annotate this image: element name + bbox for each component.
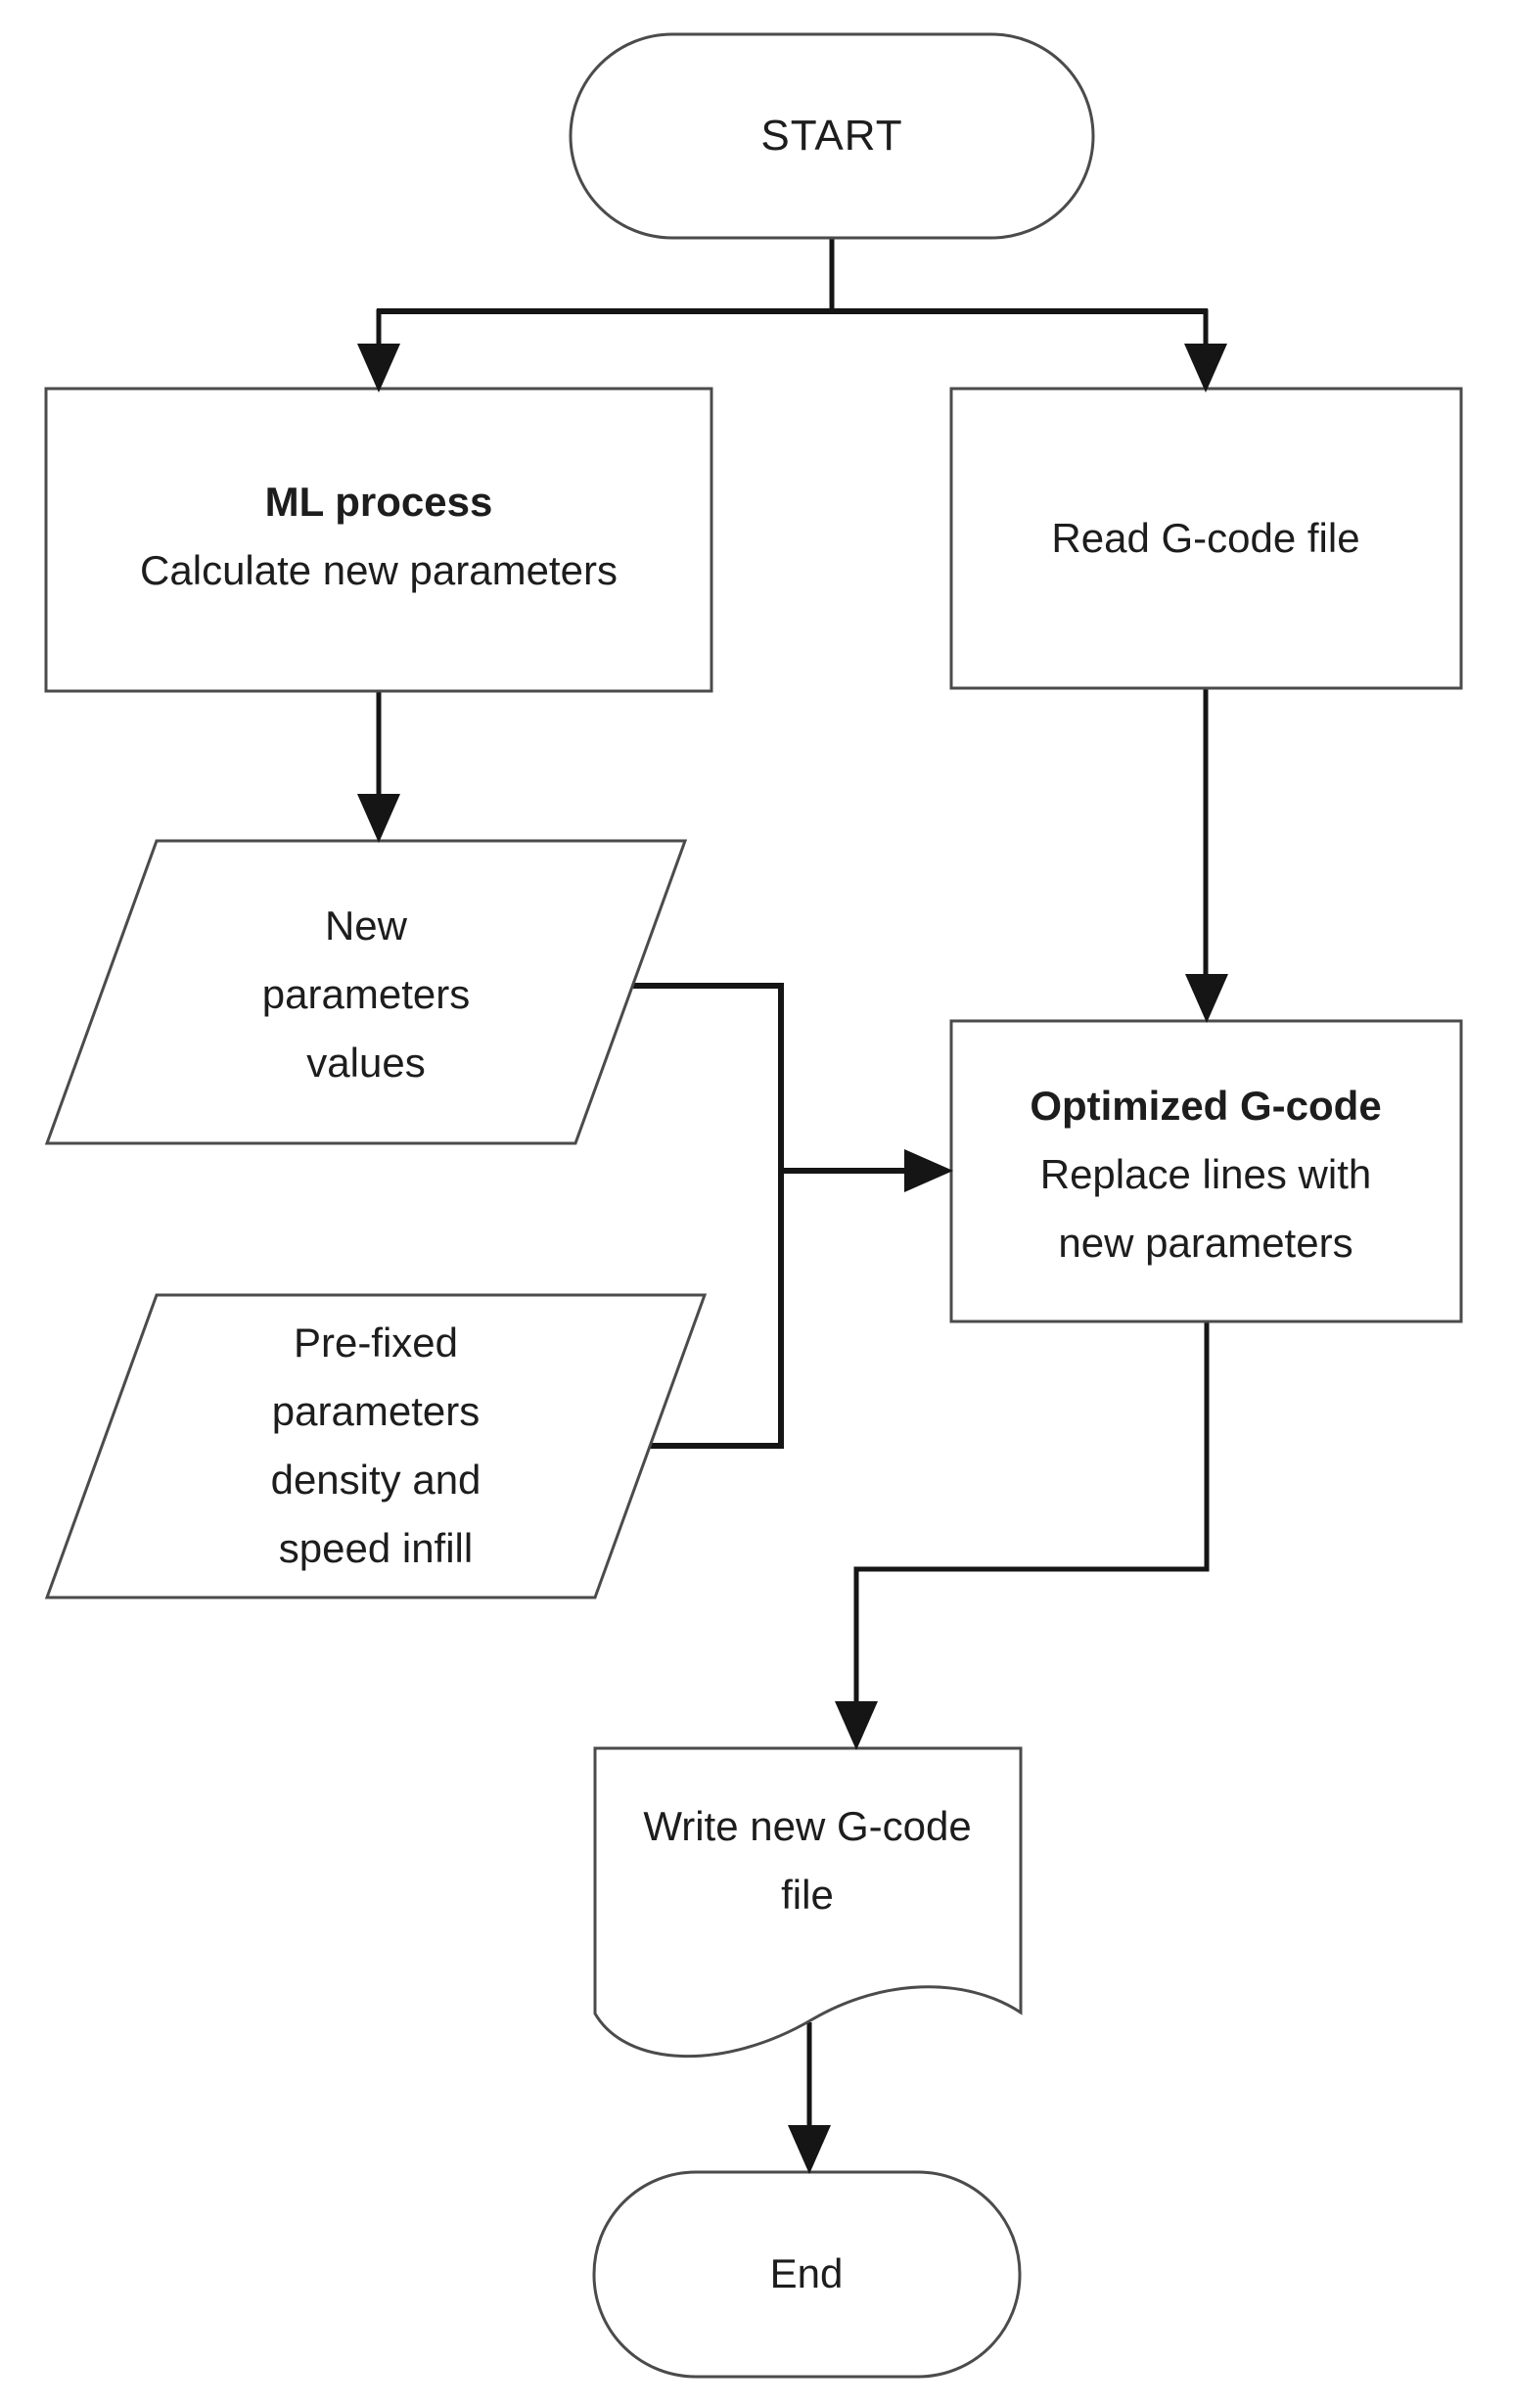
write-gcode-line2: file xyxy=(781,1872,834,1918)
new-parameters-label: New parameters values xyxy=(262,892,470,1097)
optimized-gcode-line2: Replace lines with xyxy=(1039,1151,1372,1197)
optimized-gcode-label: Optimized G-code Replace lines with new … xyxy=(1030,1072,1381,1277)
optimized-gcode-box-shape xyxy=(949,1019,1463,1323)
new-parameters-line3: values xyxy=(306,1040,426,1086)
arrowhead-into-optimized-top xyxy=(1185,974,1228,1023)
arrowhead-into-read-gcode xyxy=(1184,344,1227,393)
ml-process-box-shape xyxy=(44,387,713,693)
arrowhead-into-end xyxy=(788,2125,831,2174)
new-parameters-line1: New xyxy=(324,903,408,949)
end-label: End xyxy=(770,2240,844,2308)
arrowhead-into-ml-process xyxy=(357,344,400,393)
ml-process-subtitle: Calculate new parameters xyxy=(140,547,618,593)
arrowhead-into-write-gcode xyxy=(835,1701,878,1750)
connector-optimized-to-write xyxy=(853,1321,1210,1708)
read-gcode-label-text: Read G-code file xyxy=(1051,515,1360,561)
start-label: START xyxy=(760,102,902,170)
prefixed-parameters-line1: Pre-fixed xyxy=(293,1320,459,1366)
start-terminator-shape xyxy=(569,32,1095,240)
write-gcode-line1: Write new G-code xyxy=(643,1803,972,1849)
read-gcode-box-shape xyxy=(949,387,1463,690)
new-parameters-parallelogram-shape xyxy=(44,839,688,1145)
write-gcode-document-shape xyxy=(593,1746,1023,2059)
end-label-text: End xyxy=(769,2250,844,2296)
write-gcode-label: Write new G-code file xyxy=(643,1792,971,1929)
ml-process-label: ML process Calculate new parameters xyxy=(140,468,618,605)
ml-process-title: ML process xyxy=(264,479,493,525)
prefixed-parameters-parallelogram-shape xyxy=(44,1293,708,1599)
prefixed-parameters-label: Pre-fixed parameters density and speed i… xyxy=(271,1309,481,1583)
arrowhead-into-optimized-left xyxy=(904,1149,953,1192)
read-gcode-label: Read G-code file xyxy=(1051,504,1359,573)
arrowhead-into-new-parameters xyxy=(357,794,400,843)
optimized-gcode-line3: new parameters xyxy=(1058,1220,1353,1266)
prefixed-parameters-line2: parameters xyxy=(271,1388,481,1434)
start-label-text: START xyxy=(760,112,903,160)
prefixed-parameters-line3: density and xyxy=(270,1457,481,1503)
new-parameters-line2: parameters xyxy=(261,971,471,1017)
end-terminator-shape xyxy=(592,2170,1022,2379)
optimized-gcode-title: Optimized G-code xyxy=(1030,1083,1382,1129)
prefixed-parameters-line4: speed infill xyxy=(278,1525,474,1571)
